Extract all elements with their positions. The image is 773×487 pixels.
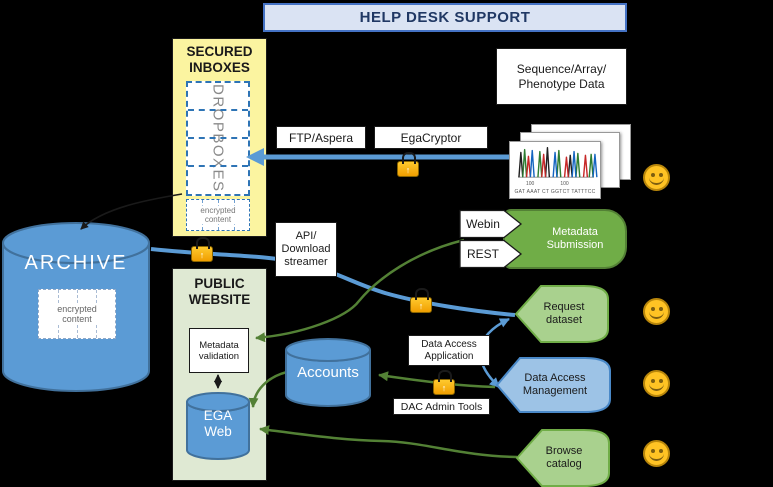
- api-line1: API/: [295, 230, 317, 242]
- tick-label: 100: [526, 181, 535, 187]
- sequence-data-line2: Phenotype Data: [518, 76, 605, 91]
- archive-encrypted-content-box: encrypted content: [38, 289, 116, 339]
- secured-inboxes-title: SECURED INBOXES: [173, 44, 266, 76]
- chromatogram-trace: [518, 147, 598, 178]
- dropbox-divider: [188, 109, 248, 111]
- rest-label: REST: [466, 247, 499, 261]
- ftp-aspera-box: FTP/Aspera: [276, 126, 366, 149]
- inbox-encrypted-line2: content: [204, 215, 232, 224]
- inbox-encrypted-line1: encrypted: [200, 206, 236, 215]
- browse-catalog-label: Browse catalog: [526, 445, 602, 471]
- webin-label: Webin: [466, 217, 500, 231]
- request-dataset-line2: dataset: [545, 314, 583, 326]
- dropbox-divider: [188, 137, 248, 139]
- api-line2: Download: [281, 243, 331, 255]
- user-smiley-icon: [643, 440, 670, 467]
- data-access-application-box: Data Access Application: [408, 335, 490, 366]
- archive-encrypted-line2: content: [62, 314, 92, 324]
- inbox-encrypted-content-box: encrypted content: [186, 199, 250, 231]
- lock-icon: [433, 370, 455, 395]
- dam-line1: Data Access: [524, 372, 586, 384]
- help-desk-banner: HELP DESK SUPPORT: [263, 3, 627, 32]
- metadata-submission-line2: Submission: [546, 239, 604, 251]
- api-line3: streamer: [284, 256, 328, 268]
- lock-icon: [410, 288, 432, 313]
- public-website-panel: PUBLIC WEBSITE Metadata validation: [172, 268, 267, 481]
- ega-web-line1: EGA: [203, 408, 233, 423]
- sequence-data-line1: Sequence/Array/: [516, 61, 607, 76]
- secured-inboxes-title-line2: INBOXES: [189, 60, 250, 75]
- ega-web-line2: Web: [204, 424, 232, 439]
- ega-web-label: EGA Web: [187, 408, 249, 440]
- ftp-aspera-label: FTP/Aspera: [288, 130, 354, 145]
- public-website-title-line1: PUBLIC: [194, 276, 245, 291]
- metadata-submission-line1: Metadata: [552, 226, 598, 238]
- metadata-submission-shape: Metadata Submission: [503, 209, 627, 269]
- request-dataset-line1: Request: [543, 301, 585, 313]
- public-website-title-line2: WEBSITE: [188, 292, 251, 307]
- archive-encrypted-label: encrypted content: [56, 304, 98, 324]
- user-smiley-icon: [643, 164, 670, 191]
- inbox-encrypted-label: encrypted content: [199, 206, 237, 224]
- public-website-title: PUBLIC WEBSITE: [173, 276, 266, 308]
- daa-line1: Data Access: [421, 338, 477, 350]
- archive-label: ARCHIVE: [24, 252, 128, 274]
- api-download-streamer-box: API/ Download streamer: [275, 222, 337, 277]
- daa-line2: Application: [424, 350, 474, 362]
- user-smiley-icon: [643, 370, 670, 397]
- data-access-management-label: Data Access Management: [506, 372, 604, 398]
- browse-catalog-line1: Browse: [545, 445, 583, 457]
- request-dataset-label: Request dataset: [526, 301, 602, 327]
- sequence-data-box: Sequence/Array/ Phenotype Data: [496, 48, 627, 105]
- lock-icon: [191, 237, 213, 262]
- archive-encrypted-line1: encrypted: [57, 304, 97, 314]
- secured-inboxes-panel: SECURED INBOXES DROPBOXES encrypted cont…: [172, 38, 267, 237]
- egacryptor-box: EgaCryptor: [374, 126, 488, 149]
- dac-admin-tools-box: DAC Admin Tools: [393, 398, 490, 415]
- lock-icon: [397, 152, 419, 177]
- help-desk-label: HELP DESK SUPPORT: [359, 9, 531, 26]
- chromatogram-page-front: 100 100 GAT AAAT CT GGTCT TATTTCC: [509, 141, 601, 199]
- user-smiley-icon: [643, 298, 670, 325]
- dropboxes-box: DROPBOXES: [186, 81, 250, 196]
- egacryptor-label: EgaCryptor: [400, 130, 462, 145]
- dac-admin-tools-label: DAC Admin Tools: [400, 400, 483, 413]
- dam-line2: Management: [522, 385, 588, 397]
- dropbox-divider: [188, 165, 248, 167]
- metadata-validation-line2: validation: [198, 350, 240, 362]
- browse-catalog-line2: catalog: [546, 458, 582, 470]
- accounts-label: Accounts: [297, 364, 359, 381]
- chromatogram-ticks: 100 100: [510, 182, 602, 187]
- metadata-validation-line1: Metadata: [199, 339, 239, 351]
- metadata-validation-box: Metadata validation: [189, 328, 249, 373]
- chromatogram-sequence-text: GAT AAAT CT GGTCT TATTTCC: [514, 189, 596, 195]
- tick-label: 100: [560, 181, 569, 187]
- secured-inboxes-title-line1: SECURED: [186, 44, 253, 59]
